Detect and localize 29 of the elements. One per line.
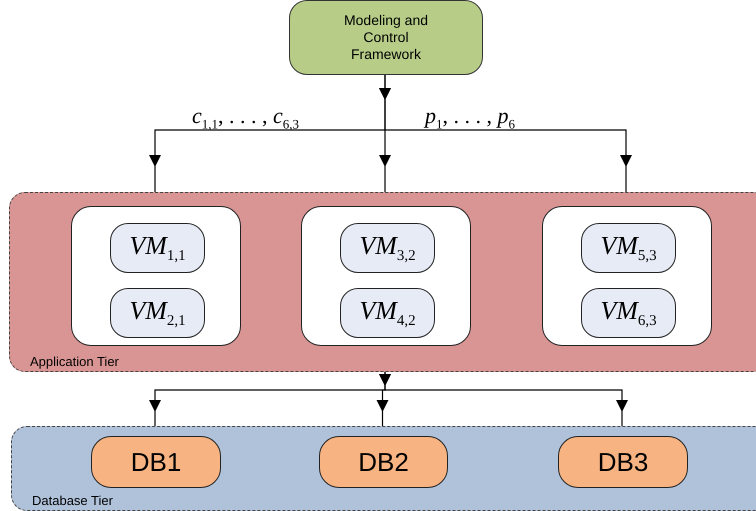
vm-node (581, 288, 676, 338)
node-label: VM$_{4,2}$ (359, 296, 416, 330)
node-label: DB2 (358, 446, 409, 478)
node-label: VM$_{2,1}$ (129, 296, 186, 330)
vm-node (340, 288, 435, 338)
vm-node (581, 223, 676, 273)
database-node (558, 436, 688, 488)
tier-label: Database Tier (32, 493, 113, 508)
tier-panel (11, 426, 756, 511)
edge-label: c$_{1,1}$, . . . , c$_{6,3}$ (191, 105, 300, 134)
node-label: VM$_{3,2}$ (359, 230, 416, 266)
framework-box (289, 0, 483, 75)
node-label: DB3 (598, 446, 648, 478)
tier-panel (9, 192, 756, 372)
node-label: VM$_{6,3}$ (600, 296, 657, 330)
tier-label: Application Tier (30, 354, 119, 369)
edge-label: p$_{1}$, . . . , p$_{6}$ (423, 105, 516, 134)
node-label: DB1 (130, 446, 182, 478)
server-box (542, 206, 712, 346)
server-box (301, 206, 471, 346)
server-box (71, 206, 241, 346)
vm-node (340, 223, 435, 273)
node-label: VM$_{5,3}$ (600, 230, 657, 266)
node-label: VM$_{1,1}$ (129, 230, 186, 266)
node-label: Modeling and Control Framework (342, 12, 430, 63)
vm-node (110, 288, 205, 338)
database-node (91, 436, 221, 488)
database-node (319, 436, 448, 488)
vm-node (110, 223, 205, 273)
